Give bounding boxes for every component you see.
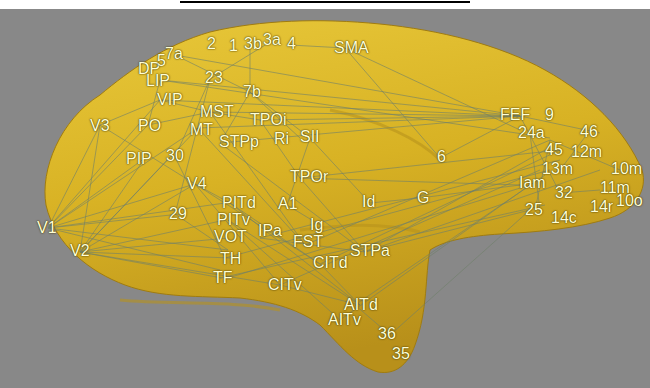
area-label: 30 [166,148,184,164]
area-label: AITv [328,312,361,328]
area-label: 24a [518,125,545,141]
area-label: Ri [274,131,289,147]
area-label: FEF [500,107,530,123]
area-label: 36 [378,326,396,342]
top-strip [0,0,650,9]
area-label: Id [362,194,375,210]
area-label: VOT [214,229,247,245]
area-label: STPa [350,243,390,259]
area-label: 14c [551,210,577,226]
area-label: STPp [219,134,259,150]
area-label: 29 [169,206,187,222]
area-label: 2 [207,36,216,52]
area-label: 10o [616,193,643,209]
area-label: 3a [263,32,281,48]
area-label: PO [138,118,161,134]
area-label: AITd [344,297,378,313]
area-label: 32 [555,185,573,201]
area-label: PIP [126,151,152,167]
area-label: PITd [222,195,256,211]
area-label: 3b [244,36,262,52]
area-label: V1 [37,220,57,236]
area-label: TH [220,251,241,267]
area-label: 14r [590,199,613,215]
connection-lines [48,42,620,335]
area-label: Iam [519,175,546,191]
area-label: 23 [205,70,223,86]
area-label: 35 [392,346,410,362]
area-label: 7b [243,84,261,100]
area-label: 5 [157,53,166,69]
area-label: IPa [258,223,282,239]
area-label: 1 [229,38,238,54]
area-label: PITv [217,212,250,228]
area-label: LIP [146,73,170,89]
area-label: G [417,190,429,206]
area-label: 46 [580,124,598,140]
area-label: FST [293,234,323,250]
area-label: 12m [571,144,602,160]
area-label: SMA [334,40,369,56]
top-rule [180,1,470,3]
area-label: TPOi [250,112,286,128]
area-label: Ig [310,217,323,233]
area-label: MST [200,104,234,120]
area-label: TF [213,270,233,286]
area-label: 7a [165,46,183,62]
area-label: 4 [287,36,296,52]
area-label: CITd [313,255,348,271]
area-label: V2 [70,243,90,259]
area-label: 45 [545,142,563,158]
area-label: 13m [542,161,573,177]
area-label: SII [300,129,320,145]
area-label: TPOr [290,169,328,185]
area-label: 10m [611,161,642,177]
area-label: 25 [525,202,543,218]
area-label: V3 [90,118,110,134]
area-label: V4 [187,176,207,192]
area-label: VIP [157,92,183,108]
brain-outline [45,21,643,373]
area-label: A1 [278,196,298,212]
area-label: CITv [268,277,302,293]
area-label: MT [190,122,213,138]
area-label: 6 [437,149,446,165]
area-label: 9 [545,107,554,123]
